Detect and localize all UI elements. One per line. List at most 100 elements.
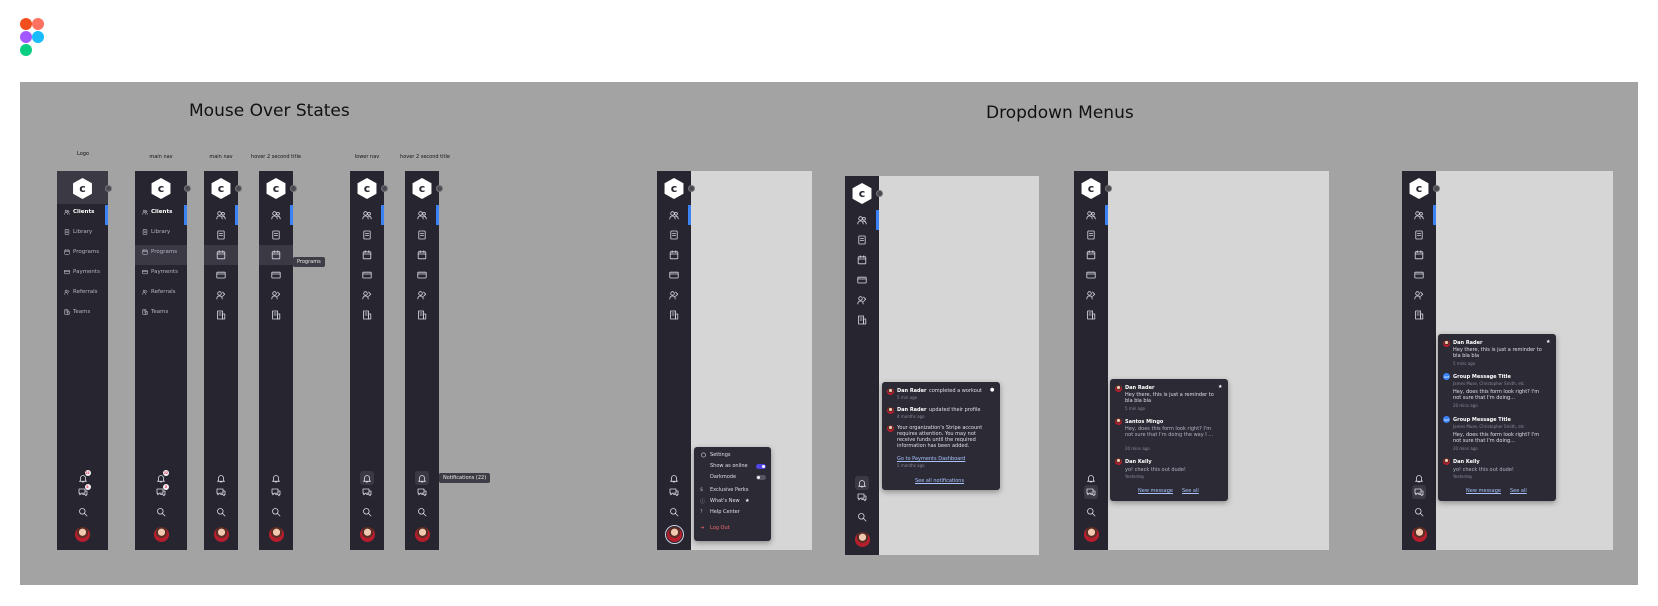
collapse-toggle-button[interactable]: [235, 185, 242, 192]
collapse-toggle-button[interactable]: [436, 185, 443, 192]
users-icon[interactable]: [1086, 210, 1096, 220]
book-icon[interactable]: [857, 235, 867, 245]
referral-icon[interactable]: [857, 295, 867, 305]
building-icon[interactable]: [1086, 310, 1096, 320]
chat-icon[interactable]: [669, 487, 679, 497]
referral-icon[interactable]: [1086, 290, 1096, 300]
calendar-icon[interactable]: [669, 250, 679, 260]
building-icon[interactable]: [362, 310, 372, 320]
menu-settings[interactable]: Settings: [710, 452, 731, 458]
user-avatar[interactable]: [359, 527, 375, 542]
bell-icon[interactable]: [669, 473, 679, 483]
calendar-icon[interactable]: [1086, 250, 1096, 260]
users-icon[interactable]: [271, 210, 281, 220]
book-icon[interactable]: [417, 230, 427, 240]
search-icon[interactable]: [78, 507, 88, 517]
user-avatar[interactable]: [666, 527, 682, 542]
bell-icon[interactable]: [362, 473, 372, 483]
brand-logo[interactable]: c: [664, 178, 684, 199]
sidebar-item-programs[interactable]: Programs: [151, 249, 178, 255]
card-icon[interactable]: [669, 270, 679, 280]
sidebar-item-payments[interactable]: Payments: [151, 269, 178, 275]
collapse-toggle-button[interactable]: [105, 185, 112, 192]
referral-icon[interactable]: [271, 290, 281, 300]
search-icon[interactable]: [362, 507, 372, 517]
sidebar-item-library[interactable]: Library: [73, 229, 93, 235]
sidebar-item-payments[interactable]: Payments: [73, 269, 100, 275]
calendar-icon[interactable]: [857, 255, 867, 265]
user-avatar[interactable]: [268, 527, 284, 542]
user-avatar[interactable]: [1083, 527, 1099, 542]
brand-logo[interactable]: c: [211, 178, 231, 199]
payments-dashboard-link[interactable]: Go to Payments Dashboard: [897, 456, 966, 462]
card-icon[interactable]: [362, 270, 372, 280]
bell-icon[interactable]: [78, 473, 88, 483]
calendar-icon[interactable]: [417, 250, 427, 260]
see-all-messages-link[interactable]: See all: [1510, 488, 1527, 494]
brand-logo[interactable]: c: [412, 178, 432, 199]
user-avatar[interactable]: [414, 527, 430, 542]
user-avatar[interactable]: [153, 527, 169, 542]
bell-icon[interactable]: [216, 473, 226, 483]
card-icon[interactable]: [1414, 270, 1424, 280]
sidebar-item-referrals[interactable]: Referrals: [151, 289, 176, 295]
sidebar-item-programs[interactable]: Programs: [73, 249, 100, 255]
referral-icon[interactable]: [417, 290, 427, 300]
brand-logo[interactable]: c: [357, 178, 377, 199]
brand-logo[interactable]: c: [1409, 178, 1429, 199]
card-icon[interactable]: [417, 270, 427, 280]
darkmode-toggle[interactable]: [756, 475, 766, 480]
card-icon[interactable]: [271, 270, 281, 280]
see-all-notifications-link[interactable]: See all notifications: [915, 478, 965, 484]
brand-logo[interactable]: c: [1081, 178, 1101, 199]
building-icon[interactable]: [669, 310, 679, 320]
referral-icon[interactable]: [1414, 290, 1424, 300]
user-avatar[interactable]: [75, 527, 90, 542]
building-icon[interactable]: [857, 315, 867, 325]
book-icon[interactable]: [1086, 230, 1096, 240]
collapse-toggle-button[interactable]: [688, 185, 695, 192]
calendar-icon[interactable]: [216, 250, 226, 260]
chat-icon[interactable]: [362, 487, 372, 497]
chat-icon[interactable]: [271, 487, 281, 497]
card-icon[interactable]: [857, 275, 867, 285]
search-icon[interactable]: [1086, 507, 1096, 517]
chat-icon[interactable]: [156, 487, 166, 497]
users-icon[interactable]: [417, 210, 427, 220]
referral-icon[interactable]: [669, 290, 679, 300]
collapse-toggle-button[interactable]: [1433, 185, 1440, 192]
sidebar-item-teams[interactable]: Teams: [73, 309, 91, 315]
bell-icon[interactable]: [857, 478, 867, 488]
sidebar-item-clients[interactable]: Clients: [73, 209, 95, 215]
chat-icon[interactable]: [1414, 487, 1424, 497]
chat-icon[interactable]: [78, 487, 88, 497]
see-all-messages-link[interactable]: See all: [1182, 488, 1199, 494]
users-icon[interactable]: [362, 210, 372, 220]
book-icon[interactable]: [362, 230, 372, 240]
brand-logo[interactable]: c: [151, 178, 171, 199]
search-icon[interactable]: [1414, 507, 1424, 517]
user-avatar[interactable]: [1411, 527, 1427, 542]
sidebar-item-library[interactable]: Library: [151, 229, 171, 235]
referral-icon[interactable]: [362, 290, 372, 300]
collapse-toggle-button[interactable]: [381, 185, 388, 192]
bell-icon[interactable]: [156, 473, 166, 483]
book-icon[interactable]: [216, 230, 226, 240]
menu-log-out[interactable]: Log Out: [710, 525, 730, 531]
user-avatar[interactable]: [213, 527, 229, 542]
search-icon[interactable]: [669, 507, 679, 517]
brand-logo[interactable]: c: [852, 183, 872, 204]
search-icon[interactable]: [216, 507, 226, 517]
search-icon[interactable]: [156, 507, 166, 517]
collapse-toggle-button[interactable]: [1105, 185, 1112, 192]
search-icon[interactable]: [857, 512, 867, 522]
users-icon[interactable]: [1414, 210, 1424, 220]
menu-whats-new[interactable]: What's New: [710, 498, 740, 504]
new-message-link[interactable]: New message: [1138, 488, 1173, 494]
users-icon[interactable]: [857, 215, 867, 225]
building-icon[interactable]: [417, 310, 427, 320]
calendar-icon[interactable]: [362, 250, 372, 260]
sidebar-item-referrals[interactable]: Referrals: [73, 289, 98, 295]
building-icon[interactable]: [216, 310, 226, 320]
card-icon[interactable]: [216, 270, 226, 280]
